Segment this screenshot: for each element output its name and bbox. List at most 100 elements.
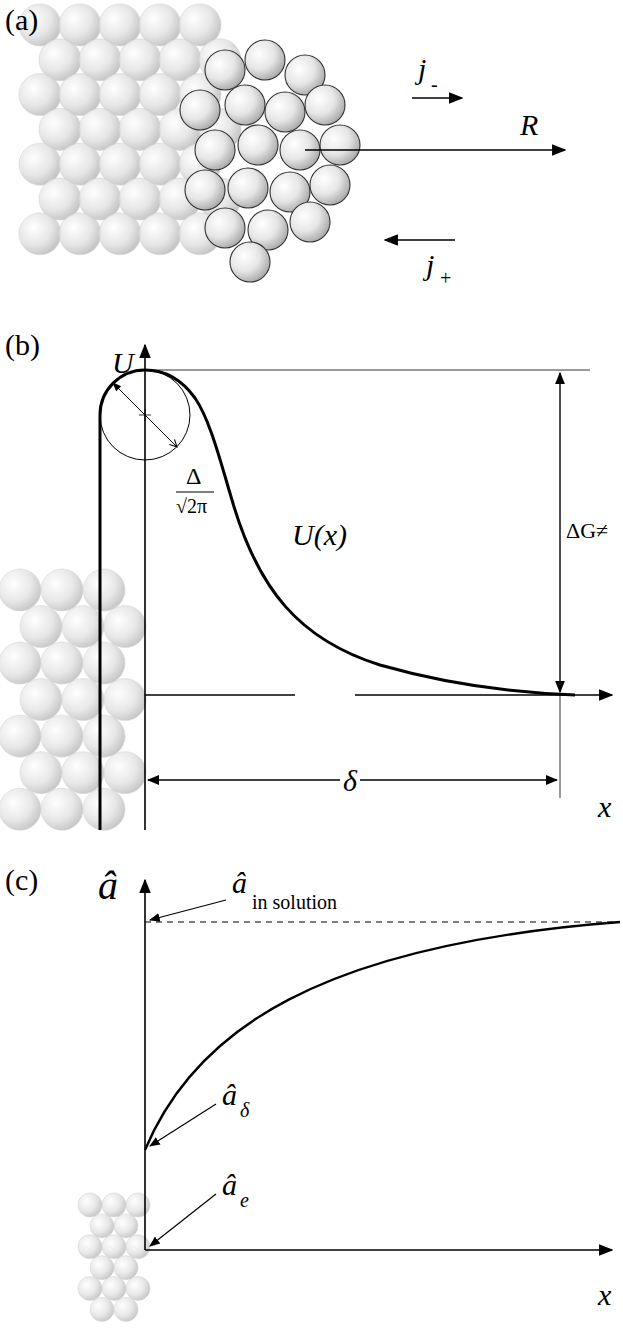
curve-label: U(x): [292, 520, 347, 550]
atom-sphere: [62, 752, 104, 794]
atom-sphere: [114, 1214, 138, 1238]
flux-arrow: [385, 239, 455, 241]
atom-sphere: [102, 1235, 126, 1259]
atom-sphere: [205, 208, 245, 248]
subscript: δ: [240, 1100, 249, 1120]
atom-sphere: [230, 242, 270, 282]
atom-sphere: [265, 92, 305, 132]
atom-sphere: [245, 40, 285, 80]
width-label: δ: [340, 766, 360, 796]
atom-sphere: [0, 788, 41, 830]
x-axis: [145, 694, 295, 696]
atom-sphere: [114, 1256, 138, 1280]
activity-curve: [145, 922, 620, 1150]
subscript: -: [431, 74, 438, 94]
atom-sphere: [78, 1235, 102, 1259]
atom-sphere: [0, 715, 41, 757]
atom-sphere: [83, 715, 125, 757]
atom-sphere: [305, 85, 345, 125]
barrier-arrow: [559, 373, 560, 692]
atom-sphere: [90, 1214, 114, 1238]
atom-sphere: [205, 50, 245, 90]
fraction-bar: [176, 491, 214, 492]
fraction-numerator: Δ: [186, 464, 201, 488]
atom-sphere: [62, 606, 104, 648]
x-axis: [145, 1249, 612, 1251]
activity-symbol: â: [222, 1170, 237, 1200]
atom-sphere: [185, 170, 225, 210]
atom-sphere: [19, 213, 61, 255]
atom-sphere: [0, 642, 41, 684]
atom-sphere: [310, 165, 350, 205]
atom-sphere: [126, 1235, 150, 1259]
atom-sphere: [104, 606, 146, 648]
atom-sphere: [20, 606, 62, 648]
atom-sphere: [320, 125, 360, 165]
atom-sphere: [83, 788, 125, 830]
center-mark: [139, 409, 151, 421]
bulk-level: [145, 921, 620, 922]
atom-sphere: [238, 125, 278, 165]
axis-label: â: [98, 866, 118, 906]
leader-arrow: [150, 1104, 216, 1146]
leader-arrow: [150, 1194, 216, 1246]
atom-sphere: [41, 788, 83, 830]
atom-block: [0, 569, 146, 830]
panel-label: (c): [5, 865, 38, 895]
atom-sphere: [83, 642, 125, 684]
activity-symbol: â: [222, 1080, 237, 1110]
guide-line: [560, 695, 561, 798]
atom-sphere: [0, 569, 41, 611]
atom-sphere: [20, 679, 62, 721]
atom-sphere: [20, 752, 62, 794]
atom-sphere: [290, 202, 330, 242]
atom-sphere: [90, 1297, 114, 1321]
subscript: e: [240, 1190, 249, 1210]
flux-symbol: j: [418, 54, 426, 84]
atom-sphere: [99, 213, 141, 255]
activity-axis: [144, 880, 146, 1250]
atom-sphere: [139, 213, 181, 255]
atom-sphere: [78, 1277, 102, 1301]
atom-sphere: [104, 752, 146, 794]
flux-symbol: j: [426, 250, 434, 280]
atom-sphere: [90, 1256, 114, 1280]
atom-sphere: [41, 642, 83, 684]
atom-sphere: [62, 679, 104, 721]
atom-sphere: [102, 1193, 126, 1217]
atom-sphere: [195, 130, 235, 170]
atom-sphere: [126, 1277, 150, 1301]
atom-sphere: [78, 1193, 102, 1217]
atom-cluster: [19, 4, 360, 282]
atom-sphere: [225, 85, 265, 125]
fraction-denominator: √2π: [176, 496, 207, 516]
atom-sphere: [228, 168, 268, 208]
axis-label: x: [598, 792, 611, 822]
barrier-label: ΔG≠: [566, 520, 608, 542]
atom-sphere: [41, 715, 83, 757]
atom-block: [78, 1193, 150, 1321]
subscript: in solution: [252, 892, 337, 912]
atom-sphere: [59, 213, 101, 255]
atom-sphere: [41, 569, 83, 611]
activity-symbol: â: [232, 868, 247, 898]
radius-arrow: [305, 149, 565, 151]
atom-sphere: [104, 679, 146, 721]
potential-curve: [100, 370, 575, 830]
atom-sphere: [114, 1297, 138, 1321]
axis-label: x: [598, 1280, 611, 1310]
subscript: +: [440, 268, 451, 288]
radius-symbol: R: [520, 110, 538, 140]
atom-sphere: [180, 90, 220, 130]
atom-sphere: [126, 1193, 150, 1217]
atom-sphere: [102, 1277, 126, 1301]
panel-label: (b): [5, 330, 40, 360]
leader-arrow: [150, 900, 226, 920]
panel-label: (a): [5, 5, 38, 35]
flux-arrow: [412, 97, 462, 99]
guide-line: [145, 370, 590, 371]
radius-arrow: [113, 383, 177, 447]
axis-label: U: [112, 348, 134, 378]
